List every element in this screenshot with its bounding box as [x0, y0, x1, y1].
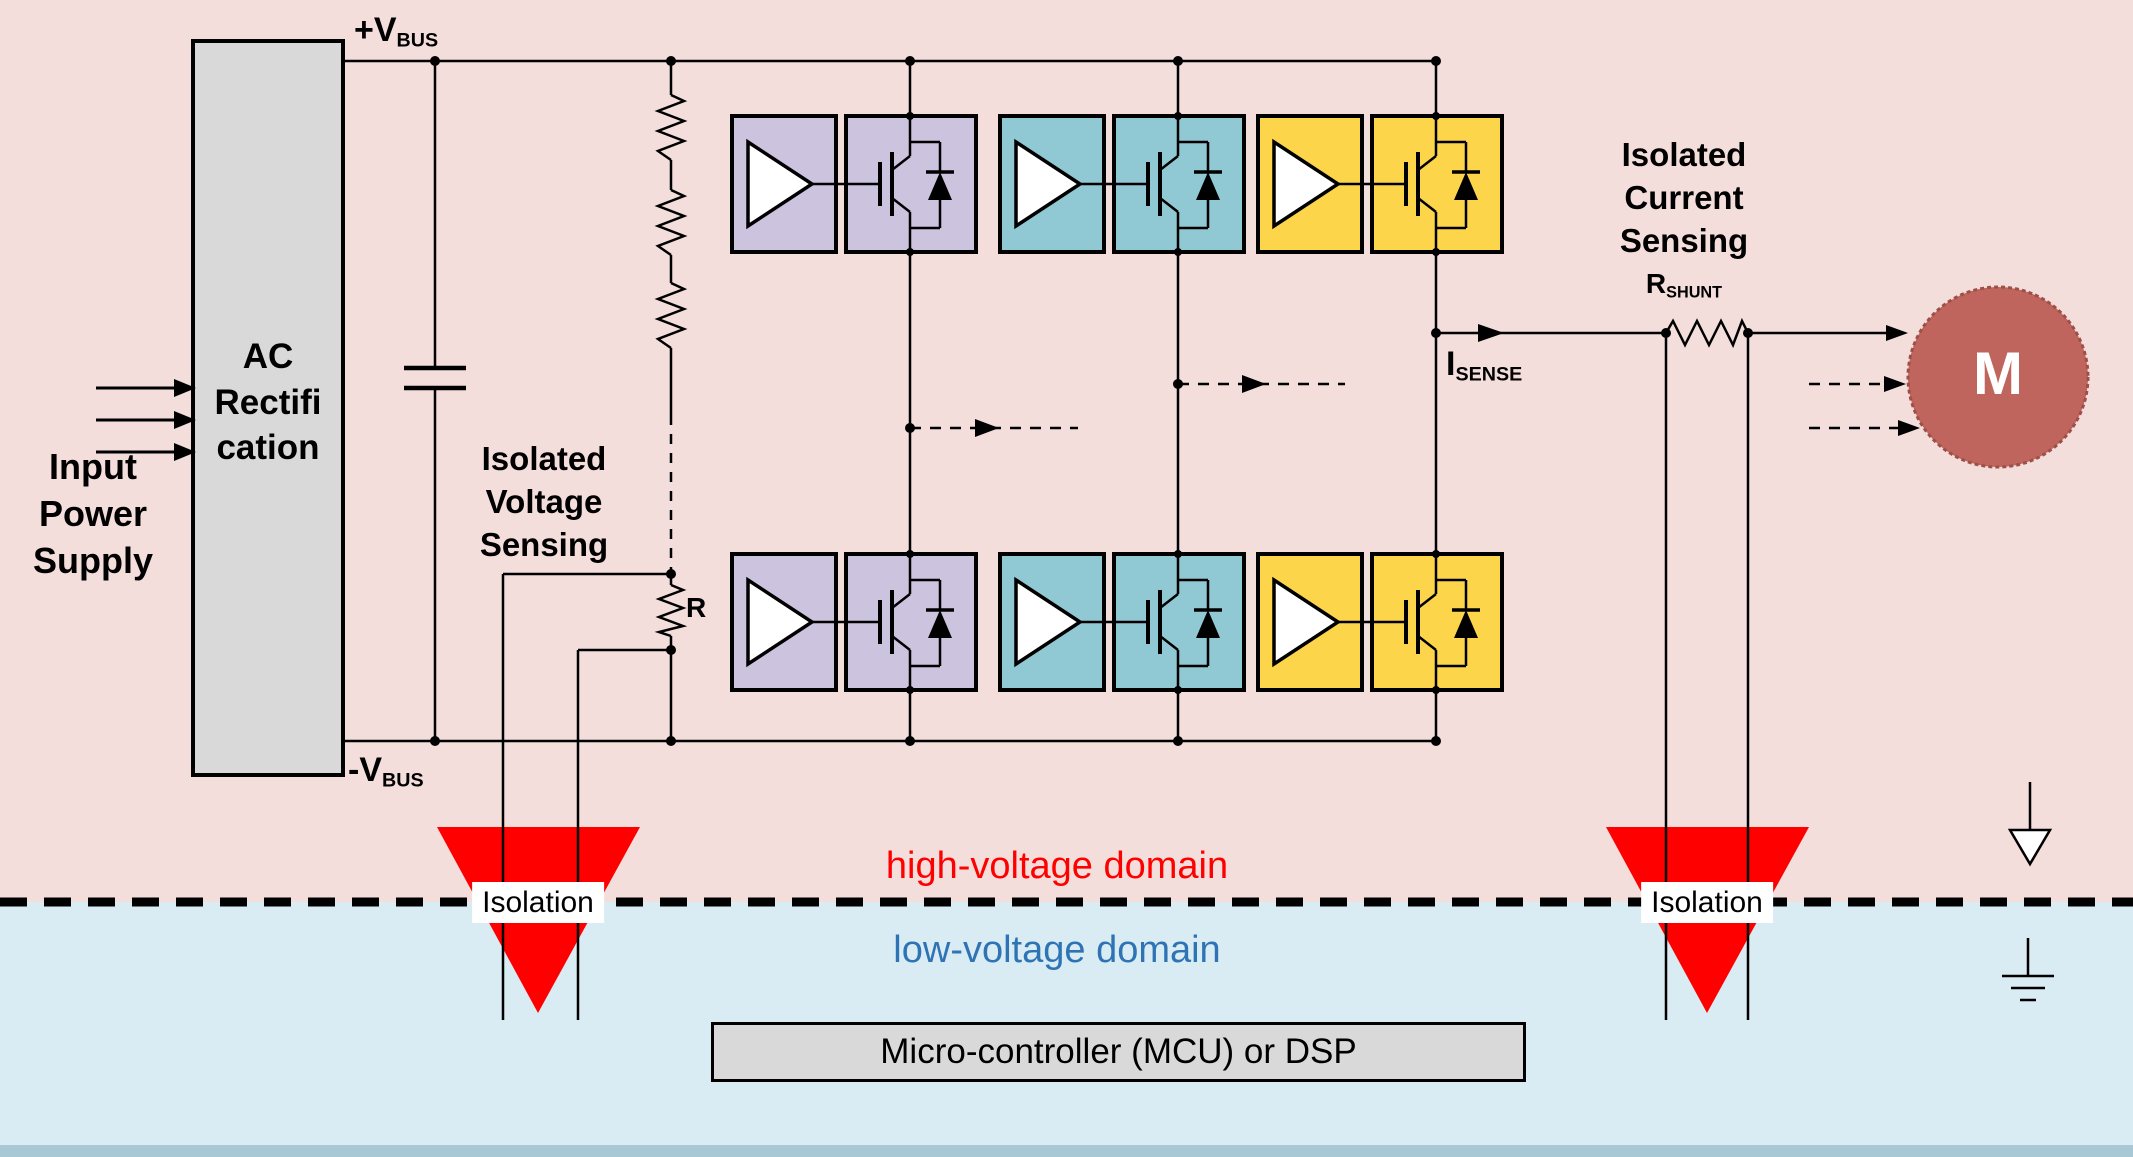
- isense-arrowhead: [1478, 324, 1504, 342]
- isolation-left-label: Isolation: [472, 882, 604, 923]
- isolated-current-sensing-label: Isolated Current Sensing: [1619, 136, 1749, 259]
- chassis-ground-icon: [2007, 782, 2053, 867]
- ac-rectification-block: [191, 39, 345, 777]
- divider-resistor-r: [654, 583, 688, 638]
- mcu-dsp-block: Micro-controller (MCU) or DSP: [711, 1022, 1526, 1082]
- vbus-plus-label: +VBUS: [354, 11, 439, 52]
- junction-dots: [430, 56, 1753, 746]
- motor-letter-label: M: [1973, 339, 2023, 407]
- motor: [1906, 285, 2090, 469]
- earth-ground-icon: [2002, 938, 2054, 1002]
- divider-resistor-2: [654, 188, 688, 257]
- motor-phase-dashed-lines: [1809, 376, 1920, 436]
- mcu-dsp-label: Micro-controller (MCU) or DSP: [880, 1032, 1357, 1071]
- motor-phase-c-arrowhead: [1886, 325, 1908, 341]
- ac-rectification-label: AC Rectifi cation: [214, 337, 322, 467]
- phase-c-leg: [1256, 61, 1504, 741]
- input-power-arrows: [96, 379, 196, 461]
- divider-resistor-1: [654, 93, 688, 162]
- voltage-sense-wires: [501, 572, 671, 1020]
- isolation-right-label: Isolation: [1641, 882, 1773, 923]
- phase-b-leg: [998, 61, 1345, 741]
- dc-bus-lines: [343, 59, 1436, 743]
- shunt-resistor: [1664, 317, 1750, 349]
- phase-a-arrowhead: [975, 419, 999, 437]
- bottom-edge-strip: [0, 1145, 2133, 1157]
- motor-circle: [1906, 285, 2090, 469]
- i-sense-label: ISENSE: [1446, 345, 1523, 386]
- divider-resistor-3: [654, 281, 688, 350]
- input-power-supply-label: Input Power Supply: [32, 446, 153, 581]
- voltage-divider-chain: [654, 61, 688, 741]
- phase-a-leg: [730, 61, 1078, 741]
- dc-link-capacitor: [404, 61, 466, 741]
- divider-r-label: R: [686, 592, 707, 623]
- vbus-minus-label: -VBUS: [348, 751, 424, 792]
- isolated-voltage-sensing-label: Isolated Voltage Sensing: [479, 440, 609, 563]
- r-shunt-label: RSHUNT: [1645, 268, 1723, 302]
- high-voltage-domain-label: high-voltage domain: [885, 845, 1229, 887]
- low-voltage-domain-label: low-voltage domain: [893, 929, 1221, 971]
- phase-b-arrowhead: [1242, 375, 1266, 393]
